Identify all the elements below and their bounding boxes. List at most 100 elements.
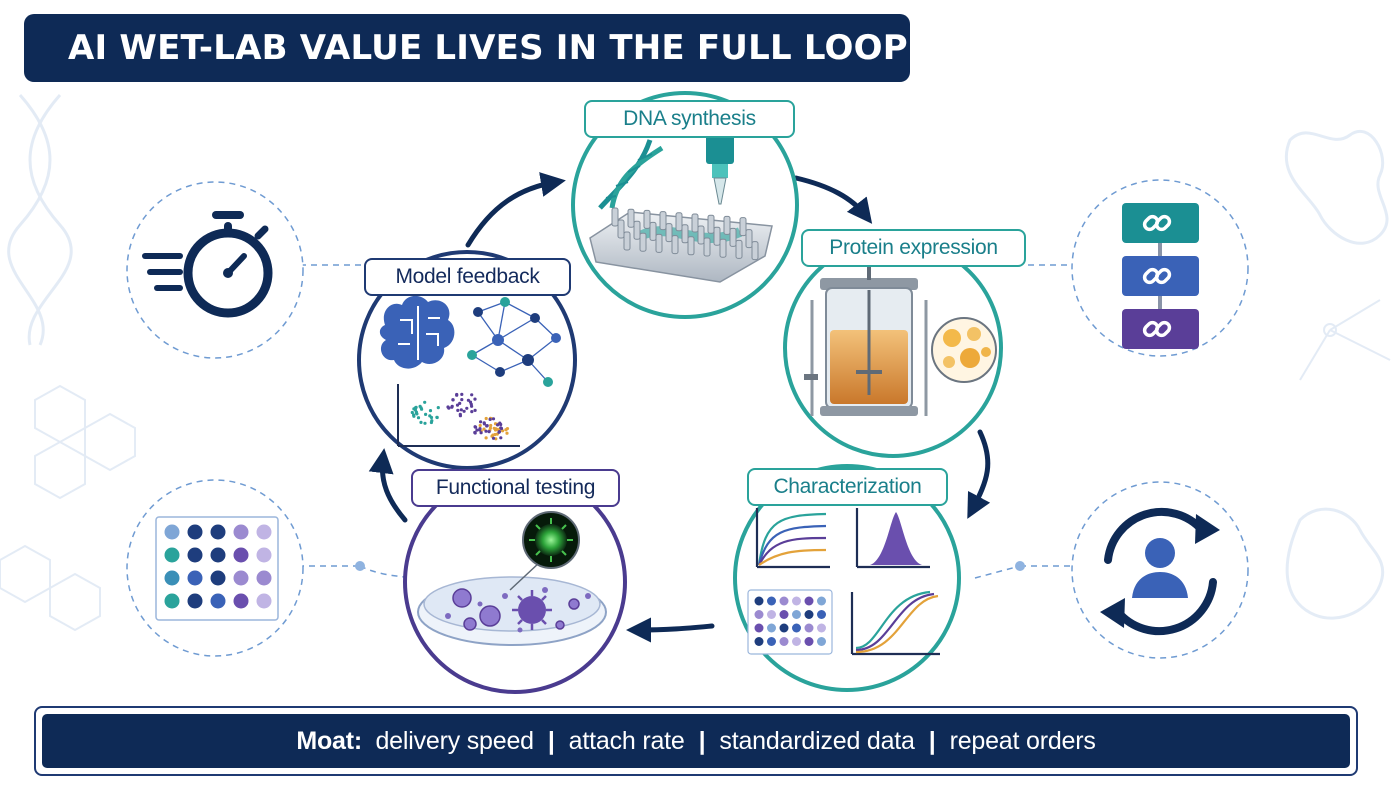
grid-dot bbox=[187, 524, 203, 540]
stage-label-protein-expression: Protein expression bbox=[801, 229, 1026, 267]
moat-separator: | bbox=[698, 726, 706, 755]
scatter-point bbox=[430, 419, 434, 423]
scatter-point bbox=[455, 403, 460, 407]
moat-item-attach-rate: attach rate bbox=[568, 726, 685, 755]
plate-well bbox=[817, 596, 826, 606]
scatter-point bbox=[473, 430, 477, 435]
arrow-synthesis-to-expression bbox=[793, 175, 873, 224]
scatter-point bbox=[491, 436, 496, 440]
plate-peg bbox=[723, 215, 731, 235]
stage-circle-dna-synthesis bbox=[571, 91, 799, 319]
plate-peg bbox=[681, 224, 689, 244]
scatter-point bbox=[418, 404, 422, 408]
plate-peg bbox=[649, 221, 657, 241]
stage-label-model-feedback: Model feedback bbox=[364, 258, 571, 296]
well-plate bbox=[589, 207, 773, 283]
scatter-point bbox=[498, 421, 502, 425]
scatter-point bbox=[479, 431, 483, 435]
stage-label-characterization: Characterization bbox=[747, 468, 948, 506]
title-banner: AI WET-LAB VALUE LIVES IN THE FULL LOOP bbox=[24, 14, 910, 82]
dna-helix-icon bbox=[598, 139, 664, 210]
scatter-point bbox=[470, 410, 474, 414]
plate-peg bbox=[639, 232, 647, 252]
scatter-point bbox=[499, 436, 503, 440]
plate-peg bbox=[643, 209, 651, 229]
scatter-point bbox=[419, 420, 423, 424]
grid-dot bbox=[233, 524, 249, 540]
plate-well bbox=[767, 610, 776, 619]
scatter-point bbox=[462, 409, 466, 413]
moat-item-delivery-speed: delivery speed bbox=[375, 726, 534, 755]
side-icon-repeat-user bbox=[1071, 481, 1249, 659]
scatter-point bbox=[475, 428, 479, 432]
scatter-point bbox=[484, 416, 488, 421]
stage-label-dna-synthesis: DNA synthesis bbox=[584, 100, 795, 138]
scatter-point bbox=[496, 423, 500, 427]
plate-well bbox=[804, 610, 814, 619]
scatter-point bbox=[410, 410, 414, 415]
stage-circle-functional-testing bbox=[403, 470, 627, 694]
mini-chart-sigmoid bbox=[850, 590, 940, 656]
scatter-point bbox=[484, 429, 488, 433]
scatter-point bbox=[504, 428, 508, 432]
scatter-point bbox=[478, 423, 482, 428]
plate-peg bbox=[623, 231, 631, 251]
moat-item-repeat-orders: repeat orders bbox=[949, 726, 1096, 755]
plate-peg bbox=[719, 238, 727, 258]
scatter-point bbox=[505, 431, 509, 435]
plate-peg bbox=[735, 239, 743, 259]
scatter-point bbox=[414, 411, 419, 415]
plate-well bbox=[817, 623, 826, 633]
plate-well bbox=[779, 623, 789, 633]
grid-dot bbox=[210, 547, 226, 563]
scatter-point bbox=[446, 405, 450, 409]
plate-peg bbox=[751, 241, 759, 261]
plate-well bbox=[779, 637, 789, 646]
scatter-point bbox=[465, 406, 469, 410]
stage-label-functional-testing: Functional testing bbox=[411, 469, 620, 507]
plate-peg bbox=[745, 229, 753, 249]
grid-dot bbox=[233, 593, 249, 609]
plate-well bbox=[792, 623, 801, 633]
plate-peg bbox=[687, 236, 695, 256]
plate-well bbox=[754, 623, 764, 633]
plate-well bbox=[804, 596, 814, 606]
scatter-point bbox=[412, 414, 416, 418]
scatter-point bbox=[428, 409, 433, 413]
scatter-point bbox=[487, 430, 491, 434]
scatter-point bbox=[484, 436, 488, 440]
brain-icon bbox=[379, 295, 455, 369]
scatter-point bbox=[414, 405, 418, 409]
stage-circle-model-feedback bbox=[357, 250, 577, 470]
plate-peg bbox=[713, 226, 721, 246]
plate-well bbox=[792, 610, 801, 619]
grid-dot bbox=[256, 570, 272, 586]
cluster-scatter-plot bbox=[397, 384, 520, 447]
connector-dot bbox=[1015, 561, 1025, 571]
side-icon-chain-links bbox=[1071, 179, 1249, 357]
grid-dot bbox=[187, 570, 203, 586]
scatter-point bbox=[482, 427, 486, 431]
plate-peg bbox=[611, 207, 619, 227]
scatter-point bbox=[489, 423, 493, 428]
grid-dot bbox=[256, 593, 272, 609]
moat-item-standardized-data: standardized data bbox=[719, 726, 915, 755]
plate-well bbox=[779, 596, 789, 606]
scatter-point bbox=[424, 412, 428, 416]
scatter-point bbox=[455, 392, 459, 397]
scatter-point bbox=[423, 421, 427, 425]
side-icon-data-grid bbox=[126, 479, 304, 657]
plate-well bbox=[767, 623, 776, 633]
scatter-point bbox=[416, 416, 421, 420]
bioreactor-icon bbox=[804, 262, 928, 416]
plate-well bbox=[804, 637, 814, 646]
scatter-point bbox=[497, 430, 502, 434]
scatter-point bbox=[450, 404, 454, 408]
scatter-point bbox=[456, 408, 460, 412]
grid-dot bbox=[187, 593, 203, 609]
plate-well bbox=[792, 596, 801, 606]
cell-zoom-icon bbox=[931, 317, 997, 383]
scatter-point bbox=[466, 398, 470, 402]
